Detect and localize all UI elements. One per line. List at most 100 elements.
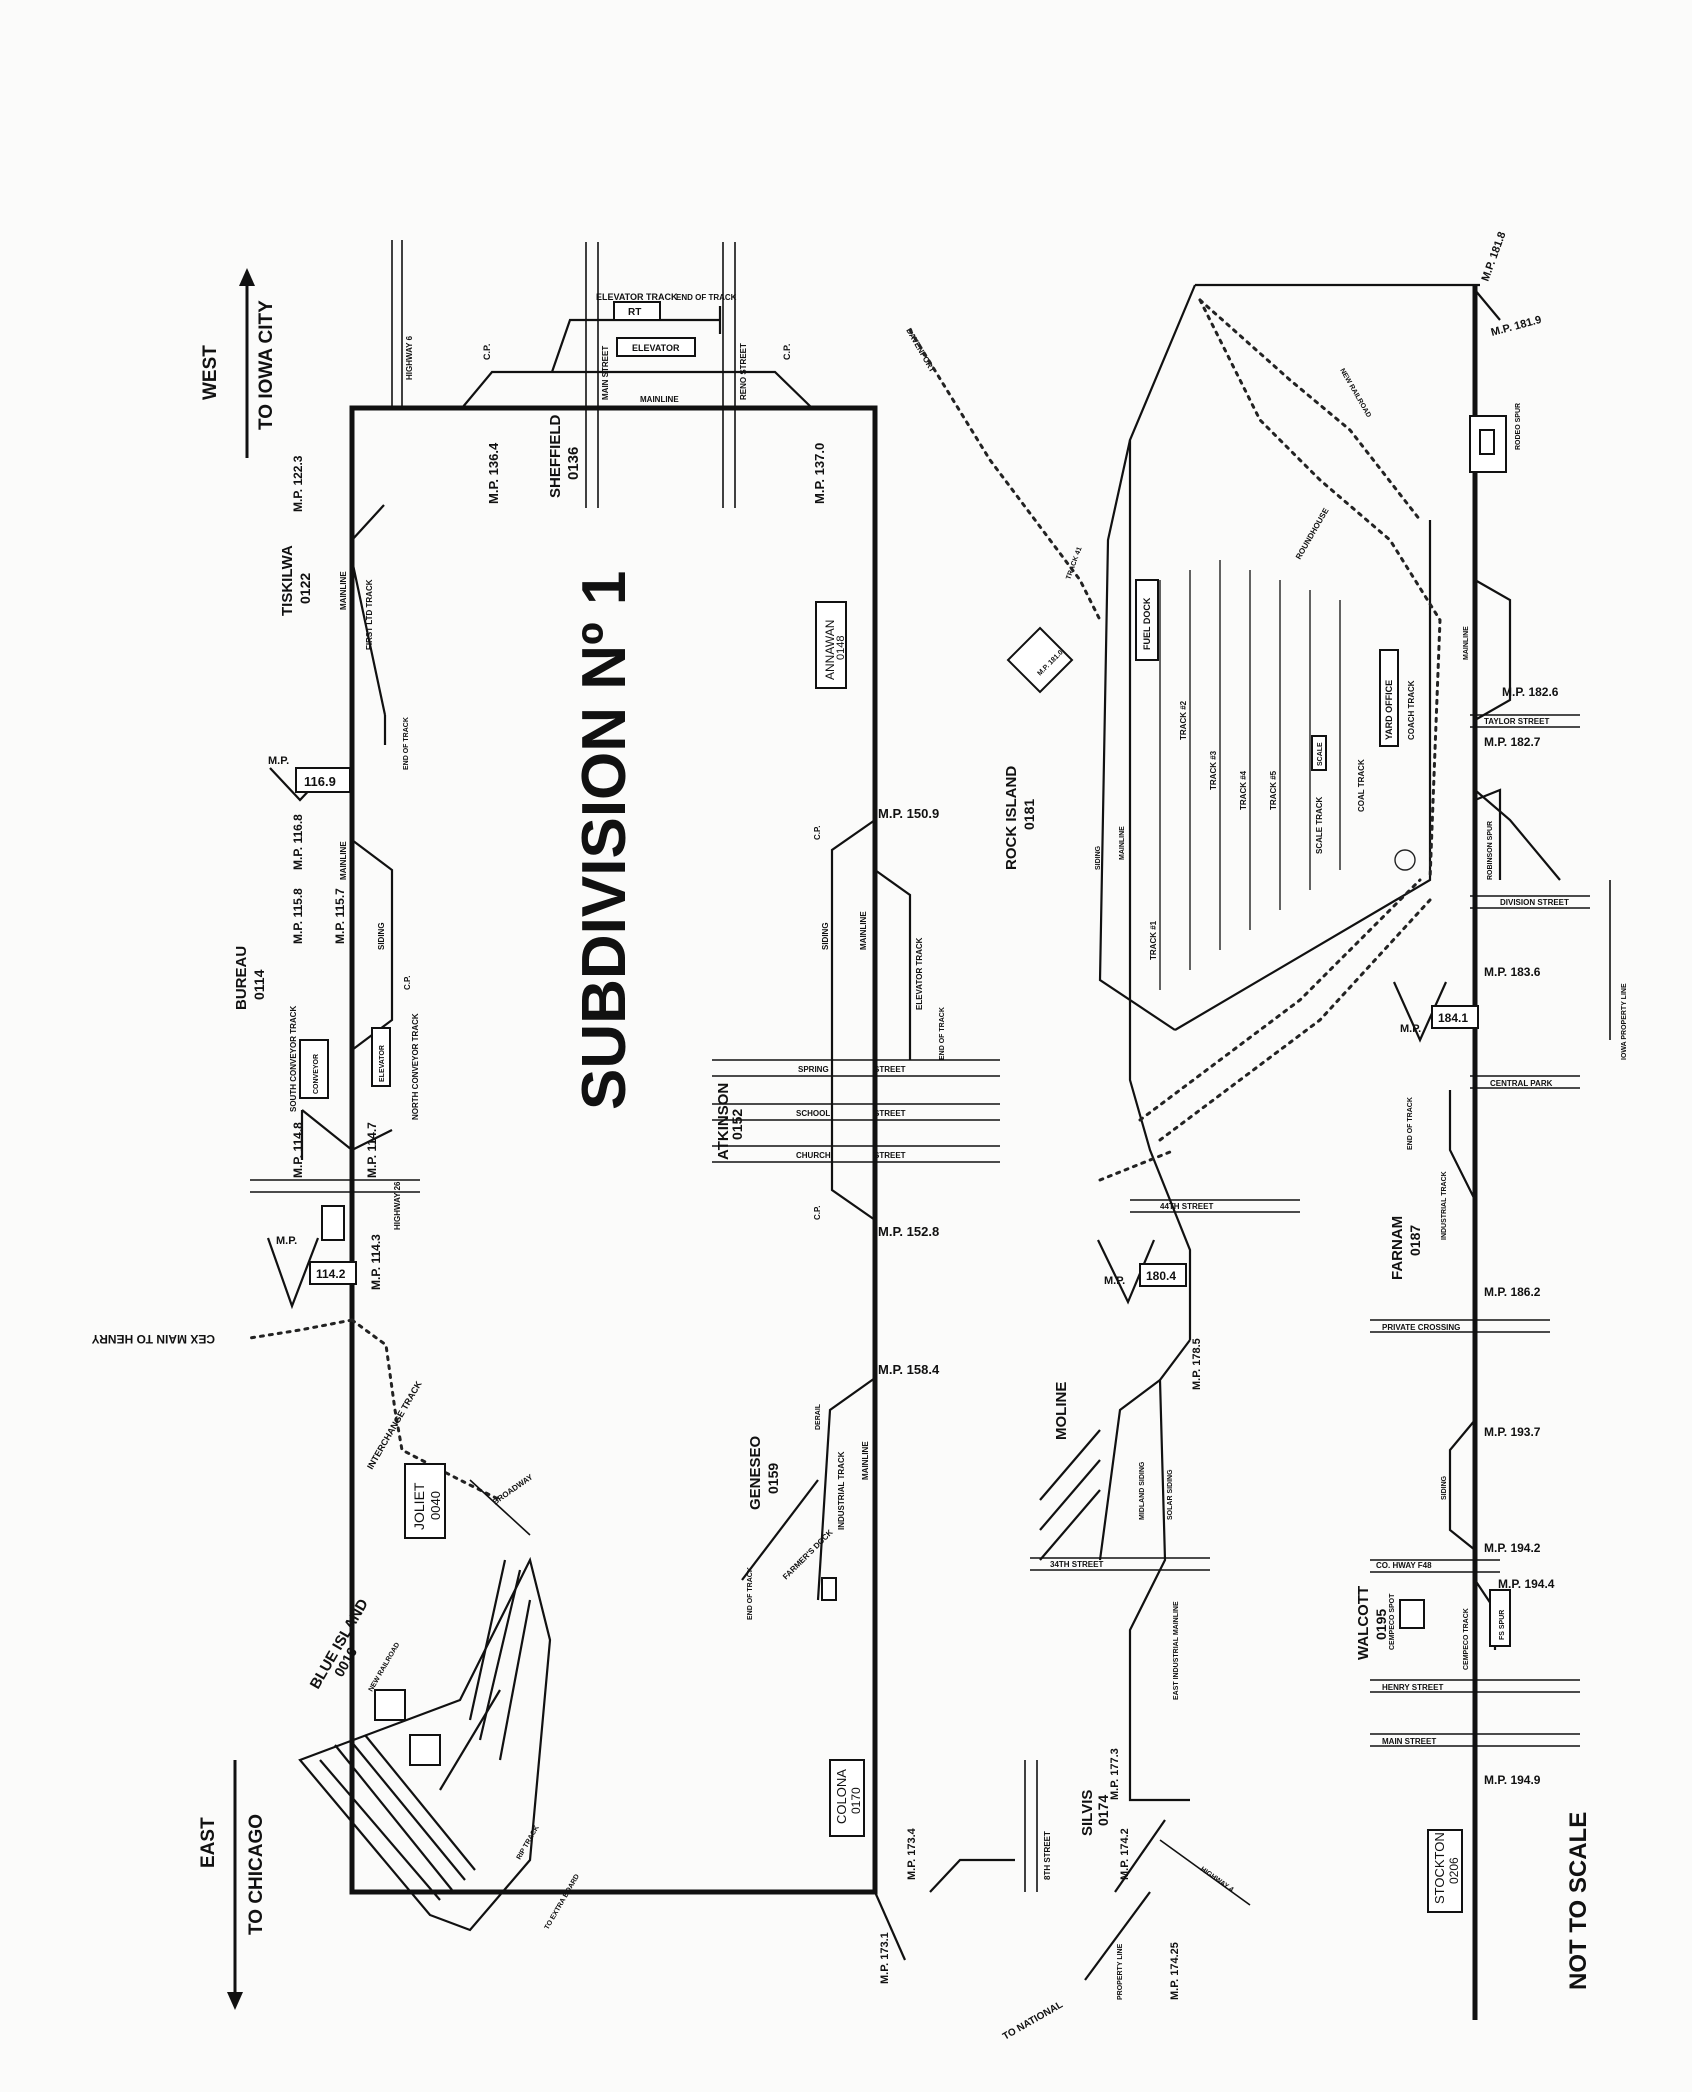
geneseo-derail: DERAIL <box>815 1403 822 1430</box>
walcott-siding-label: SIDING <box>1441 1475 1448 1500</box>
west-label: WEST <box>200 345 221 400</box>
geneseo-station-name: GENESEO <box>747 1435 764 1510</box>
mp-flag-180-4-prefix: M.P. <box>1104 1275 1125 1287</box>
robinson-spur-label: ROBINSON SPUR <box>1487 821 1494 880</box>
mp-177-3: M.P. 177.3 <box>1109 1748 1121 1800</box>
silvis-tracks <box>873 1760 1251 1981</box>
elevator-box-label: ELEVATOR <box>632 343 680 353</box>
mp-137-0: M.P. 137.0 <box>812 443 827 504</box>
annawan-box <box>815 601 847 689</box>
fuel-dock-label: FUEL DOCK <box>1142 597 1152 650</box>
mp-flag-116-9 <box>269 767 351 802</box>
elevator-box-label-bureau: ELEVATOR <box>379 1045 386 1082</box>
eighth-street-label: 8TH STREET <box>1043 1831 1052 1880</box>
mp-flag-114-2-prefix: M.P. <box>276 1235 297 1247</box>
cp-sheffield-west: C.P. <box>482 344 492 360</box>
annawan-station-name: ANNAWAN <box>823 620 837 680</box>
walcott-station-code: 0195 <box>1373 1609 1389 1640</box>
moline-tracks <box>1030 1339 1210 1802</box>
davenport-label: DAVENPORT <box>904 327 937 375</box>
rock-island-station-code: 0181 <box>1021 799 1037 830</box>
mp-flag-114-2 <box>266 1237 357 1310</box>
forty-fourth-street-label: 44TH STREET <box>1160 1202 1213 1211</box>
bureau-station-name: BUREAU <box>233 946 250 1010</box>
mp-181-8: M.P. 181.8 <box>1480 230 1509 283</box>
farnam-station-name: FARNAM <box>1389 1216 1406 1280</box>
geneseo-end-of-track: END OF TRACK <box>747 1567 754 1620</box>
sheffield-station-code: 0136 <box>565 447 582 480</box>
division-street-label: DIVISION STREET <box>1500 898 1569 907</box>
school-street-label: SCHOOL <box>796 1109 830 1118</box>
school-street-suffix: STREET <box>874 1109 906 1118</box>
atkinson-tracks <box>712 819 1000 1221</box>
track-2-label: TRACK #2 <box>1179 700 1188 740</box>
colona-box <box>829 1759 865 1837</box>
west-arrow <box>239 268 255 458</box>
moline-station-name: MOLINE <box>1053 1382 1070 1440</box>
mp-150-9: M.P. 150.9 <box>878 806 939 821</box>
highway-6-label: HIGHWAY 6 <box>405 335 414 380</box>
first-ltd-track-label: FIRST LTD TRACK <box>365 579 374 650</box>
mp-152-8: M.P. 152.8 <box>878 1224 939 1239</box>
private-crossing-label: PRIVATE CROSSING <box>1382 1323 1460 1332</box>
mp-flag-116-9-prefix: M.P. <box>268 755 289 767</box>
broadway-label: BROADWAY <box>491 1472 535 1507</box>
rock-island-mainline-label: MAINLINE <box>1119 826 1126 860</box>
rock-island-station-name: ROCK ISLAND <box>1003 766 1020 870</box>
joliet-station-code: 0040 <box>428 1491 443 1520</box>
silvis-station-code: 0174 <box>1095 1795 1111 1826</box>
mp-114-7: M.P. 114.7 <box>365 1122 379 1178</box>
track-4-label: TRACK #4 <box>1239 770 1248 810</box>
to-iowa-city-label: TO IOWA CITY <box>256 300 277 430</box>
mp-181-0-diamond <box>1006 626 1074 694</box>
coach-track-label: COACH TRACK <box>1407 680 1416 740</box>
mp-194-4: M.P. 194.4 <box>1498 1577 1555 1591</box>
property-line-label: PROPERTY LINE <box>1117 1943 1124 2000</box>
interchange-track-line <box>350 1318 502 1502</box>
atkinson-elevator-track-label: ELEVATOR TRACK <box>915 937 924 1010</box>
mp-186-2: M.P. 186.2 <box>1484 1285 1541 1299</box>
coal-track-label: COAL TRACK <box>1357 759 1366 812</box>
rock-island-yard <box>1098 283 1480 1340</box>
church-street-label: CHURCH <box>796 1151 831 1160</box>
farmers-dock-label: FARMER'S DOCK <box>781 1528 835 1582</box>
cempeco-spot-label: CEMPECO SPOT <box>1389 1593 1396 1650</box>
sheffield-mainline-label: MAINLINE <box>640 395 679 404</box>
mp-flag-116-9-value: 116.9 <box>304 774 336 789</box>
yard-office-label: YARD OFFICE <box>1384 680 1394 740</box>
joliet-box <box>404 1463 446 1539</box>
atkinson-end-of-track: END OF TRACK <box>939 1007 946 1060</box>
new-railroad-label: NEW RAILROAD <box>1338 368 1372 419</box>
mp-flag-180-4 <box>1097 1239 1187 1305</box>
co-hway-f48-label: CO. HWAY F48 <box>1376 1561 1432 1570</box>
mp-136-4: M.P. 136.4 <box>486 442 501 504</box>
main-street-walcott-label: MAIN STREET <box>1382 1737 1436 1746</box>
geneseo-station-code: 0159 <box>765 1463 781 1494</box>
track-1-label: TRACK #1 <box>1149 920 1158 960</box>
mp-193-7: M.P. 193.7 <box>1484 1425 1541 1439</box>
reno-street-label: RENO STREET <box>739 343 748 400</box>
rt-box-label: RT <box>628 307 641 318</box>
sheffield-end-of-track: END OF TRACK <box>676 293 737 302</box>
spring-street-suffix: STREET <box>874 1065 906 1074</box>
taylor-street-label: TAYLOR STREET <box>1484 717 1549 726</box>
annawan-station-code: 0148 <box>835 636 847 660</box>
fs-spur-label: FS SPUR <box>1499 1610 1506 1640</box>
mp-174-25: M.P. 174.25 <box>1169 1942 1181 2000</box>
not-to-scale-label: NOT TO SCALE <box>1565 1812 1592 1990</box>
highway-26-label: HIGHWAY 26 <box>393 1181 402 1230</box>
mp-182-6: M.P. 182.6 <box>1502 685 1559 699</box>
stockton-station-name: STOCKTON <box>1432 1832 1447 1904</box>
midland-siding-label: MIDLAND SIDING <box>1139 1461 1146 1520</box>
farnam-station-code: 0187 <box>1407 1225 1423 1256</box>
solar-siding-label: SOLAR SIDING <box>1167 1469 1174 1520</box>
south-conveyor-track-label: SOUTH CONVEYOR TRACK <box>289 1006 298 1112</box>
cex-main-to-henry: CEX MAIN TO HENRY <box>92 1332 215 1346</box>
blue-island-rip-track: RIP TRACK <box>516 1825 541 1861</box>
joliet-station-name: JOLIET <box>411 1482 427 1530</box>
mp-flag-184-1 <box>1392 981 1479 1043</box>
colona-station-name: COLONA <box>834 1769 849 1824</box>
mp-158-4: M.P. 158.4 <box>878 1362 940 1377</box>
mp-115-8: M.P. 115.8 <box>291 888 305 944</box>
